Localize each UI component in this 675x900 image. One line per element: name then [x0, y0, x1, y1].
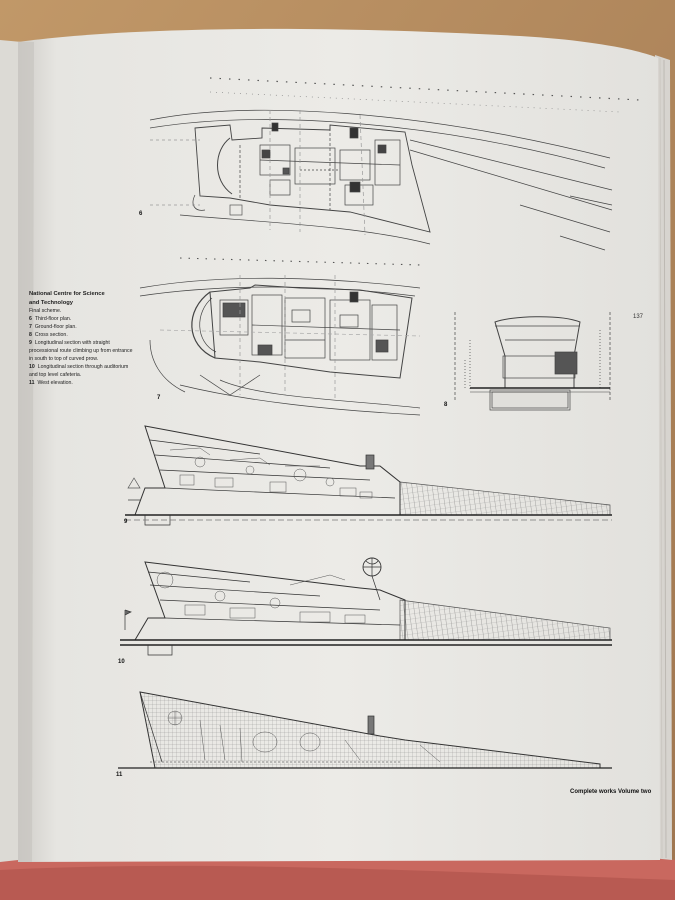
caption-title-line-1: National Centre for Science	[29, 291, 105, 297]
figure-label-11: 11	[116, 772, 123, 778]
figure-7-ground-floor-plan	[139, 257, 421, 416]
figure-9-longitudinal-section	[125, 425, 612, 526]
figure-6-third-floor-plan	[149, 77, 641, 251]
figure-label-6: 6	[139, 211, 143, 217]
figure-label-7: 7	[157, 395, 161, 401]
book-footer: Complete works Volume two	[570, 789, 652, 795]
figure-caption: National Centre for Science and Technolo…	[29, 290, 137, 387]
figure-10-longitudinal-section	[120, 557, 612, 656]
figure-11-west-elevation	[118, 691, 612, 769]
page-number: 137	[633, 314, 644, 320]
figure-label-8: 8	[444, 402, 448, 408]
caption-subtitle: Final scheme.	[29, 308, 62, 314]
figure-label-10: 10	[118, 659, 125, 665]
book-page	[18, 28, 660, 862]
figure-8-cross-section	[454, 312, 611, 411]
left-page-edge	[0, 40, 22, 862]
figure-label-9: 9	[124, 519, 128, 525]
caption-title-line-2: and Technology	[29, 299, 74, 306]
